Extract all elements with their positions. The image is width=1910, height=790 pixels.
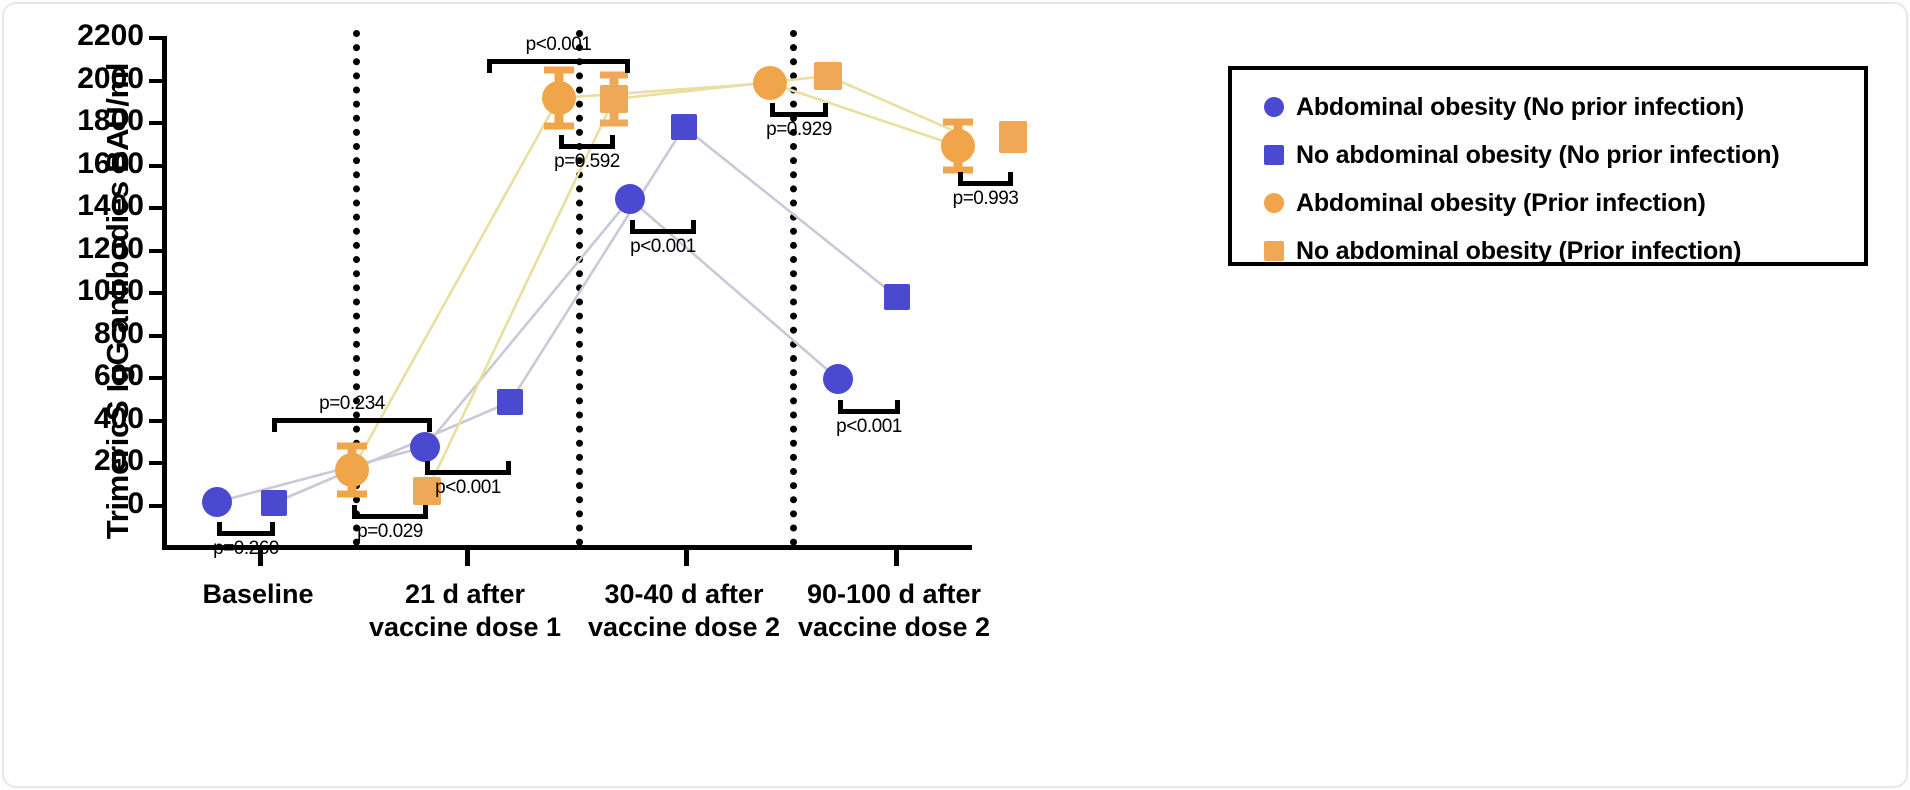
x-axis-label-d3040: 30-40 d after vaccine dose 2	[588, 578, 780, 644]
plot-area: 2200 2000 1800 1600 1400 1200 1000 800	[77, 19, 1027, 566]
y-tick-label: 2000	[77, 61, 144, 95]
legend-swatch-wrap	[1252, 241, 1296, 261]
pvalue-label: p=0.592	[554, 151, 620, 172]
y-axis-line	[162, 36, 167, 550]
data-point-blue-circle-d90100[interactable]	[823, 364, 853, 394]
x-tick-baseline	[258, 550, 263, 566]
group-separator-1	[353, 30, 360, 546]
y-tick-label: 800	[93, 316, 144, 350]
pvalue-label: p<0.001	[836, 416, 902, 437]
circle-marker-icon	[1264, 193, 1284, 213]
x-axis-line	[162, 545, 972, 550]
y-tick-label: 1800	[77, 104, 144, 137]
data-point-blue-square-d21[interactable]	[497, 389, 523, 415]
circle-marker-icon	[1264, 97, 1284, 117]
data-point-orange-circle-d21[interactable]	[542, 81, 576, 115]
data-point-orange-square-baseline[interactable]	[413, 477, 441, 505]
x-axis-label-line1: Baseline	[202, 579, 314, 609]
data-point-blue-square-d90100[interactable]	[884, 284, 910, 310]
y-tick-label: 400	[93, 401, 144, 435]
legend-item-label: No abdominal obesity (Prior infection)	[1296, 236, 1742, 265]
legend-swatch-wrap	[1252, 97, 1296, 117]
legend: Abdominal obesity (No prior infection) N…	[1228, 66, 1868, 266]
pvalue-label: p=0.260	[213, 538, 279, 559]
group-separator-3	[790, 30, 797, 546]
pvalue-label: p=0.029	[357, 521, 423, 542]
x-axis-label-baseline: Baseline	[202, 578, 313, 611]
legend-item-abdominal-obesity-no-prior-infection[interactable]: Abdominal obesity (No prior infection)	[1252, 84, 1848, 130]
pvalue-label: p=0.234	[319, 393, 385, 414]
x-axis-label-line2: vaccine dose 2	[587, 611, 781, 642]
data-point-blue-circle-d3040[interactable]	[615, 184, 645, 214]
y-tick-label: 2200	[77, 19, 144, 52]
x-axis-label-d21: 21 d after vaccine dose 1	[369, 578, 561, 644]
data-point-orange-square-d90100[interactable]	[999, 121, 1027, 153]
y-tick-label: 1200	[77, 231, 144, 265]
legend-item-label: Abdominal obesity (No prior infection)	[1296, 92, 1744, 121]
line-blue-circle	[216, 197, 839, 504]
data-point-blue-square-baseline[interactable]	[261, 490, 287, 516]
data-point-orange-square-d21[interactable]	[600, 85, 628, 113]
pvalue-label: p=0.993	[952, 188, 1019, 209]
x-axis-label-d90100: 90-100 d after vaccine dose 2	[798, 578, 990, 644]
x-axis-label-line2: vaccine dose 2	[797, 611, 991, 642]
legend-item-label: No abdominal obesity (No prior infection…	[1296, 140, 1780, 169]
group-separator-2	[576, 30, 583, 546]
pvalue-label: p<0.001	[435, 477, 501, 498]
pvalue-label: p<0.001	[630, 236, 696, 257]
data-point-orange-circle-d90100[interactable]	[941, 129, 975, 163]
legend-swatch-wrap	[1252, 193, 1296, 213]
legend-item-no-abdominal-obesity-no-prior-infection[interactable]: No abdominal obesity (No prior infection…	[1252, 132, 1848, 178]
x-tick-d3040	[684, 550, 689, 566]
y-tick-label: 600	[93, 359, 144, 392]
line-orange-circle	[350, 81, 959, 471]
legend-item-label: Abdominal obesity (Prior infection)	[1296, 188, 1706, 217]
pvalue-label: p<0.001	[525, 34, 592, 55]
x-tick-d90100	[894, 550, 899, 566]
square-marker-icon	[1264, 145, 1284, 165]
series-lines	[216, 74, 969, 505]
y-tick-label: 1600	[77, 146, 144, 180]
y-tick-label: 1000	[77, 274, 144, 307]
line-blue-square	[273, 125, 898, 505]
x-axis-label-line1: 30-40 d after	[604, 579, 764, 609]
x-axis-label-line1: 90-100 d after	[806, 579, 982, 609]
legend-item-no-abdominal-obesity-prior-infection[interactable]: No abdominal obesity (Prior infection)	[1252, 228, 1848, 274]
legend-item-abdominal-obesity-prior-infection[interactable]: Abdominal obesity (Prior infection)	[1252, 180, 1848, 226]
y-tick-label: 0	[127, 486, 144, 520]
square-marker-icon	[1264, 241, 1284, 261]
data-point-blue-circle-baseline[interactable]	[202, 487, 232, 517]
x-tick-d21	[465, 550, 470, 566]
x-axis-label-line2: vaccine dose 1	[368, 611, 562, 642]
legend-swatch-wrap	[1252, 145, 1296, 165]
data-point-orange-circle-baseline[interactable]	[335, 453, 369, 487]
x-axis-label-line1: 21 d after	[404, 579, 526, 609]
data-point-blue-circle-d21[interactable]	[410, 432, 440, 462]
data-point-orange-square-d3040[interactable]	[814, 62, 842, 90]
data-point-blue-square-d3040[interactable]	[671, 114, 697, 140]
y-tick-label: 1400	[77, 189, 144, 222]
y-tick-label: 200	[93, 444, 144, 477]
pvalue-label: p=0.929	[766, 119, 832, 140]
data-point-orange-circle-d3040[interactable]	[753, 66, 787, 100]
line-orange-square	[425, 74, 969, 492]
